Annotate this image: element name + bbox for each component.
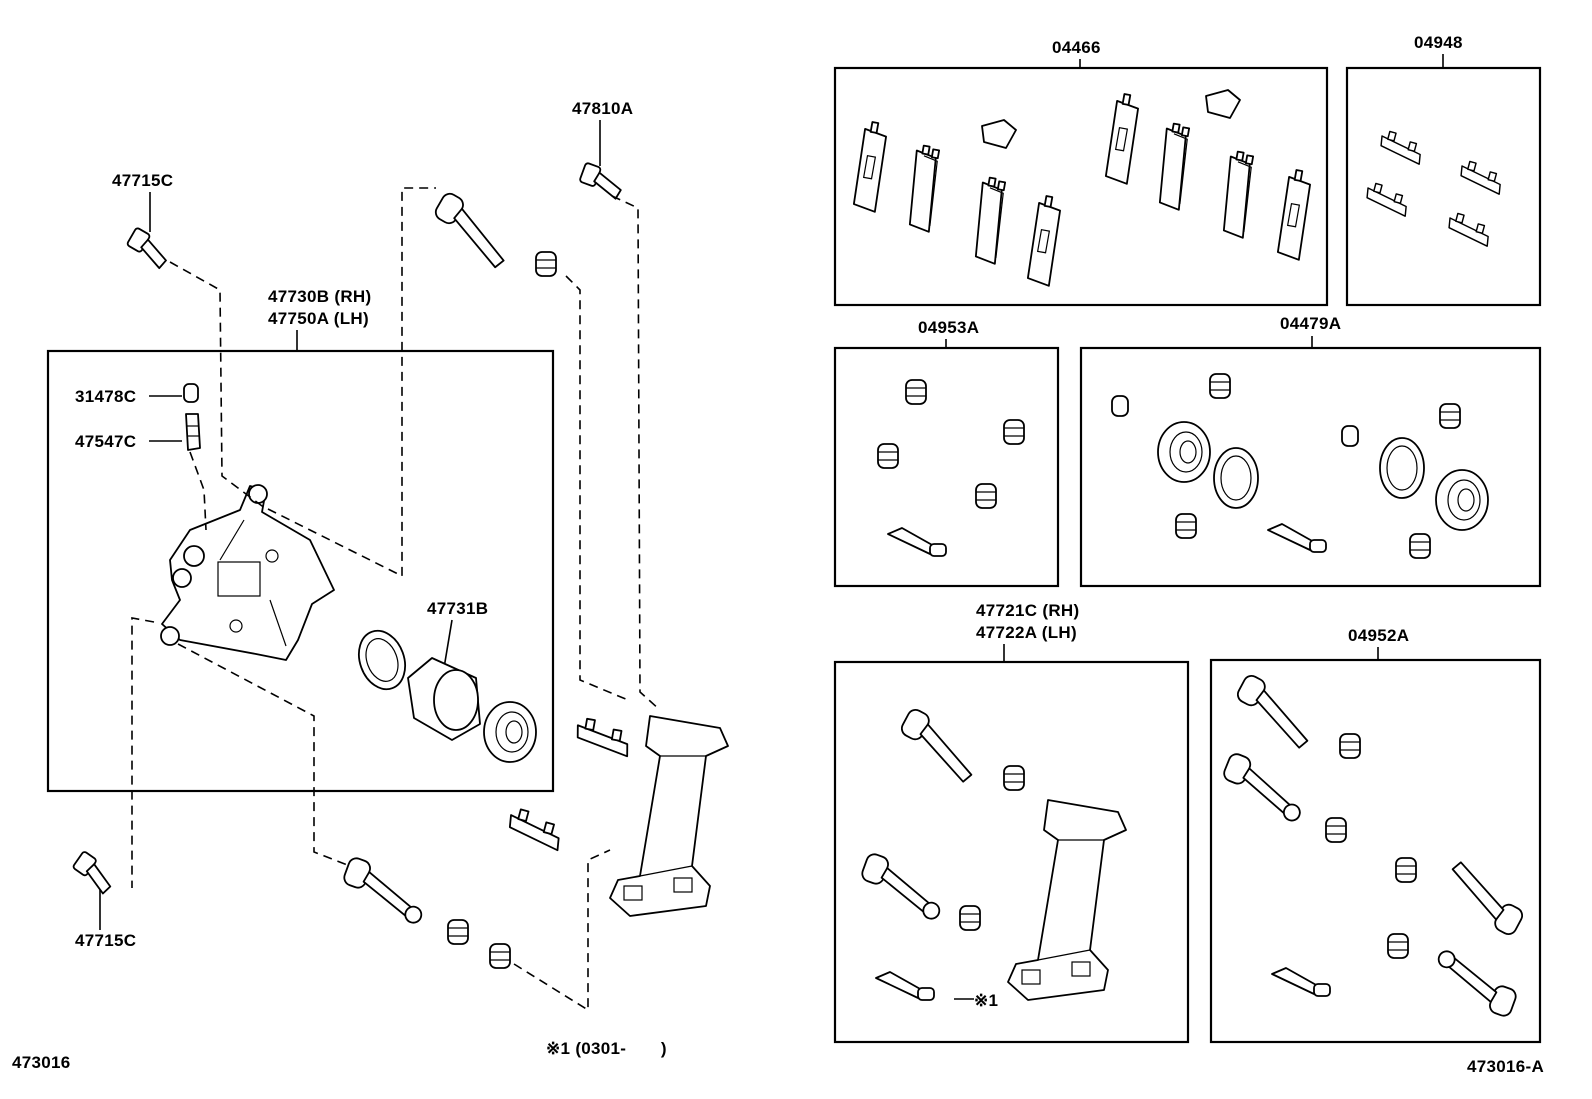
- figure-number-right: 473016-A: [1467, 1057, 1544, 1076]
- anti-squeal-clip-lower: [504, 806, 567, 852]
- piston-seal-part: [350, 623, 414, 697]
- pin-boot-top-part: [535, 251, 557, 277]
- label-cylinder-kit-b: 04479A: [1280, 314, 1341, 333]
- label-bleeder-cap: 31478C: [75, 387, 136, 406]
- label-cylinder-kit-a: 04953A: [918, 318, 979, 337]
- label-caliper-rh: 47730B (RH): [268, 287, 371, 306]
- cylinder-kit-a: 04953A: [833, 318, 1060, 588]
- label-mounting-rh: 47721C (RH): [976, 601, 1079, 620]
- caliper-assembly: 47715C 47810A 47730B (RH) 47750A (LH) 31…: [46, 99, 729, 1012]
- pin-spring-part: [447, 919, 469, 945]
- bolt-top-left-part: [123, 226, 174, 271]
- pin-boot-bottom-part: [489, 943, 511, 969]
- guide-pin-top-part: [424, 189, 521, 271]
- slide-pin-kit: 04952A: [1209, 626, 1542, 1044]
- piston-part: [407, 657, 481, 741]
- figure-number-left: 473016: [12, 1053, 71, 1072]
- mounting-kit: 47721C (RH) 47722A (LH) ※1: [833, 601, 1190, 1044]
- footnote: ※1 (0301- ): [546, 1039, 667, 1058]
- bleeder-plug-part: [185, 413, 201, 451]
- piston-boot-part: [483, 701, 537, 763]
- bolt-bottom-left-part: [69, 850, 120, 896]
- label-bleeder-plug: 47547C: [75, 432, 136, 451]
- pad-kit: 04466: [833, 38, 1329, 307]
- label-caliper-lh: 47750A (LH): [268, 309, 369, 328]
- shim-kit: 04948: [1345, 33, 1542, 307]
- label-piston: 47731B: [427, 599, 488, 618]
- guide-pin-bottom-part: [336, 855, 434, 926]
- label-bolt-top-center: 47810A: [572, 99, 633, 118]
- caliper-kit-frame: [46, 349, 555, 793]
- label-shim-kit: 04948: [1414, 33, 1463, 52]
- anti-squeal-clip-upper: [573, 716, 634, 758]
- label-pad-kit: 04466: [1052, 38, 1101, 57]
- bolt-top-center-part: [577, 161, 627, 201]
- label-bolt-bottom-left: 47715C: [75, 931, 136, 950]
- label-grease-note: ※1: [974, 991, 998, 1010]
- label-bolt-top-left: 47715C: [112, 171, 173, 190]
- caliper-body-part: [160, 484, 335, 661]
- cylinder-kit-b: 04479A: [1079, 314, 1542, 588]
- label-slide-pin-kit: 04952A: [1348, 626, 1409, 645]
- label-mounting-lh: 47722A (LH): [976, 623, 1077, 642]
- bleeder-cap-part: [183, 383, 199, 403]
